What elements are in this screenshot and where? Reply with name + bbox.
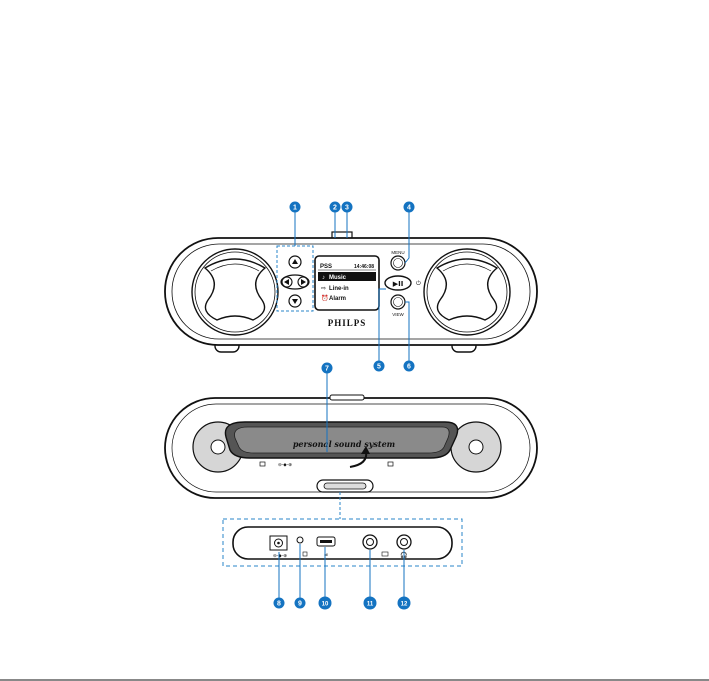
svg-text:9: 9: [298, 601, 302, 608]
menu-item-line-in: Line-in: [329, 286, 349, 292]
svg-text:6: 6: [407, 364, 411, 371]
svg-text:5: 5: [377, 364, 381, 371]
connector-panel: [233, 527, 452, 559]
display-screen: PSS 14:46:08 ♪ Music ⇨ Line-in ⏰ Alarm: [315, 256, 379, 310]
arrow-right-icon: ⇨: [321, 286, 326, 292]
power-icon: ⏻: [416, 280, 421, 287]
brand-logo-text: PHILPS: [328, 318, 367, 328]
right-speaker: [424, 249, 510, 335]
back-view: personal sound system ⊖-◆-⊕ 7: [165, 363, 537, 499]
menu-item-music: Music: [329, 275, 347, 281]
screen-header-left: PSS: [320, 264, 332, 270]
svg-text:4: 4: [407, 205, 411, 212]
svg-text:7: 7: [325, 366, 329, 373]
dc-polarity-icon: ⊖-◆-⊕: [273, 553, 287, 558]
screen-header-right: 14:46:08: [354, 264, 374, 270]
menu-button[interactable]: [391, 256, 405, 270]
dock-brand-text: personal sound system: [293, 439, 395, 449]
connector-panel-detail: ⊖-◆-⊕ ⇌ 🎧 8 9 10 11: [223, 492, 462, 610]
music-note-icon: ♪: [322, 275, 325, 281]
menu-item-alarm: Alarm: [329, 296, 346, 302]
svg-text:2: 2: [333, 205, 337, 212]
svg-text:1: 1: [293, 205, 297, 212]
clock-icon: ⏰: [321, 294, 328, 302]
svg-text:11: 11: [367, 602, 374, 608]
svg-text:8: 8: [277, 601, 281, 608]
svg-text:3: 3: [345, 205, 349, 212]
svg-text:10: 10: [322, 602, 329, 608]
front-view: PSS 14:46:08 ♪ Music ⇨ Line-in ⏰ Alarm P…: [165, 202, 537, 372]
left-speaker: [192, 249, 278, 335]
dc-symbol-icon: ⊖-◆-⊕: [278, 462, 292, 467]
reset-hole: [297, 537, 303, 543]
svg-text:12: 12: [401, 602, 408, 608]
play-pause-icon: ▶II: [393, 280, 404, 288]
view-button[interactable]: [391, 295, 405, 309]
screen-selected-row: [318, 272, 376, 281]
menu-button-label: MENU: [391, 250, 404, 255]
view-button-label: VIEW: [392, 312, 404, 317]
